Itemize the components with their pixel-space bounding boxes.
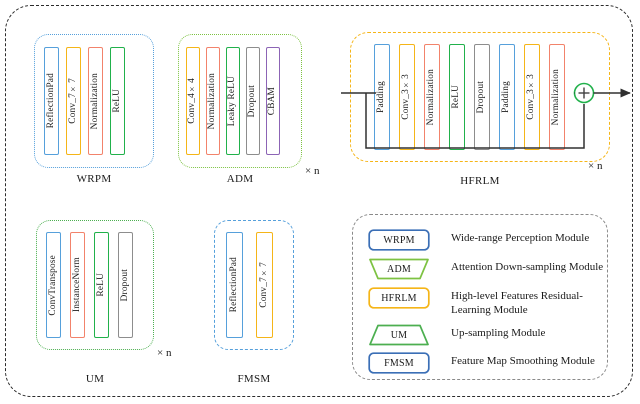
layer-bar: ReflectionPad [226, 232, 243, 338]
layer-label: Normalization [426, 68, 437, 126]
layer-bar: Normalization [206, 47, 220, 155]
layer-label: ReflectionPad [228, 257, 239, 313]
layer-label: Conv_3×3 [401, 74, 412, 120]
module-adm-box [178, 34, 302, 168]
legend-box [352, 214, 608, 380]
layer-bar: ConvTranspose [46, 232, 61, 338]
layer-bar: Conv_3×3 [524, 44, 540, 150]
repeat-label: × n [588, 160, 603, 172]
layer-bar: Conv_7×7 [66, 47, 81, 155]
legend-description: High-level Features Residual- Learning M… [451, 290, 583, 316]
layer-bar: Normalization [424, 44, 440, 150]
layer-bar: ReLU [110, 47, 125, 155]
layer-label: ReflectionPad [45, 73, 56, 129]
module-um-caption: UM [85, 373, 105, 385]
module-fmsm-caption: FMSM [237, 373, 271, 385]
repeat-label: × n [157, 347, 172, 359]
layer-label: Dropout [476, 80, 487, 114]
layer-label: Normalization [551, 68, 562, 126]
layer-label: ConvTranspose [47, 254, 58, 316]
layer-label: ReLU [111, 89, 122, 113]
legend-abbr: FMSM [384, 357, 414, 369]
layer-bar: Conv_7×7 [256, 232, 273, 338]
module-um-repeat: × n [157, 347, 171, 359]
module-um-box [36, 220, 154, 350]
layer-bar: ReLU [94, 232, 109, 338]
legend-description: Wide-range Perception Module [451, 232, 590, 244]
module-fmsm-box [214, 220, 294, 350]
legend-item-fmsm: FMSM Feature Map Smoothing Module [368, 352, 595, 374]
module-adm-layers: Conv_4×4 Normalization Leaky ReLU Dropou… [186, 46, 294, 156]
layer-label: ReLU [95, 273, 106, 297]
module-hfrlm-box [350, 32, 610, 162]
layer-label: Padding [501, 81, 512, 113]
module-hfrlm-repeat: × n [588, 160, 602, 172]
legend-item-wrpm: WRPM Wide-range Perception Module [368, 229, 589, 251]
layer-label: Leaky ReLU [227, 75, 238, 127]
layer-bar: ReflectionPad [44, 47, 59, 155]
legend-description: Attention Down-sampling Module [451, 261, 604, 273]
layer-bar: CBAM [266, 47, 280, 155]
repeat-label: × n [305, 165, 320, 177]
legend-shape-trapezoid-down-icon: ADM [368, 258, 430, 280]
layer-label: ReLU [451, 85, 462, 109]
layer-label: Conv_7×7 [67, 78, 78, 124]
legend-shape-rect-icon: FMSM [368, 352, 430, 374]
layer-label: Dropout [119, 268, 130, 302]
legend-item-adm: ADM Attention Down-sampling Module [368, 258, 603, 280]
layer-bar: Dropout [118, 232, 133, 338]
layer-label: Normalization [89, 72, 100, 130]
layer-label: Dropout [247, 84, 258, 118]
layer-label: Conv_3×3 [526, 74, 537, 120]
module-wrpm-layers: ReflectionPad Conv_7×7 Normalization ReL… [44, 46, 144, 156]
module-fmsm-layers: ReflectionPad Conv_7×7 [226, 231, 282, 339]
layer-bar: ReLU [449, 44, 465, 150]
legend-abbr: WRPM [383, 234, 415, 246]
layer-bar: Conv_4×4 [186, 47, 200, 155]
layer-bar: Padding [374, 44, 390, 150]
module-wrpm-box [34, 34, 154, 168]
legend-shape-rect-icon: WRPM [368, 229, 430, 251]
layer-bar: Normalization [88, 47, 103, 155]
legend-item-um: UM Up-sampling Module [368, 324, 545, 346]
module-hfrlm-layers: Padding Conv_3×3 Normalization ReLU Drop… [374, 42, 574, 152]
layer-bar: Normalization [549, 44, 565, 150]
layer-label: Conv_7×7 [258, 262, 269, 308]
module-adm-caption: ADM [226, 173, 254, 185]
layer-bar: Leaky ReLU [226, 47, 240, 155]
layer-label: Conv_4×4 [187, 78, 198, 124]
legend-abbr: HFRLM [381, 292, 417, 304]
legend-abbr: ADM [387, 263, 411, 275]
legend-abbr: UM [390, 329, 408, 341]
module-wrpm-caption: WRPM [76, 173, 112, 185]
legend-description: Feature Map Smoothing Module [451, 355, 595, 367]
legend-description: Up-sampling Module [451, 327, 546, 339]
legend-shape-trapezoid-up-icon: UM [368, 324, 430, 346]
layer-bar: Conv_3×3 [399, 44, 415, 150]
layer-bar: Padding [499, 44, 515, 150]
module-hfrlm-caption: HFRLM [460, 175, 500, 187]
layer-label: Padding [376, 81, 387, 113]
module-adm-repeat: × n [305, 165, 319, 177]
layer-label: InstanceNorm [71, 257, 82, 313]
layer-label: CBAM [267, 86, 278, 116]
figure-outer-border [5, 5, 633, 397]
module-um-layers: ConvTranspose InstanceNorm ReLU Dropout [46, 231, 144, 339]
layer-bar: InstanceNorm [70, 232, 85, 338]
layer-label: Normalization [207, 72, 218, 130]
legend-shape-rect-icon: HFRLM [368, 287, 430, 309]
layer-bar: Dropout [474, 44, 490, 150]
layer-bar: Dropout [246, 47, 260, 155]
legend-item-hfrlm: HFRLM High-level Features Residual- Lear… [368, 287, 583, 317]
